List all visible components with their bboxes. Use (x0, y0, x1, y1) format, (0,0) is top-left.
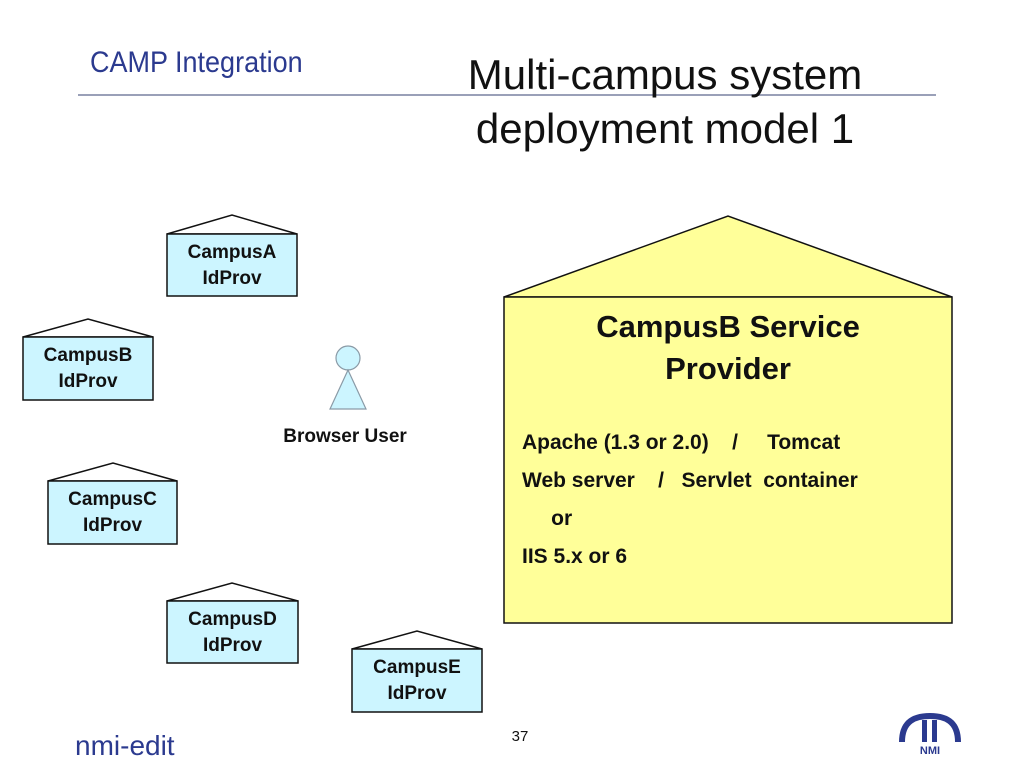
service-provider-title-line2: Provider (665, 351, 791, 386)
idp-role: IdProv (58, 371, 118, 392)
nmi-logo-text: NMI (919, 745, 941, 757)
idp-campus-name: CampusE (373, 657, 461, 678)
idp-house-campuse (351, 630, 483, 713)
sp-detail-line: Web server / Servlet container (522, 469, 858, 492)
idp-house-campusb (22, 318, 154, 401)
nmi-logo-icon (899, 712, 961, 743)
service-provider-title-line1: CampusB Service (596, 309, 860, 344)
idp-campus-name: CampusA (187, 242, 277, 263)
idp-house-campusd (166, 582, 299, 664)
idp-label-campusa: CampusA IdProv (167, 240, 297, 292)
idp-role: IdProv (202, 635, 263, 656)
idp-house-campusa (166, 214, 298, 297)
idp-label-campusb: CampusB IdProv (23, 343, 153, 395)
idp-role: IdProv (82, 515, 143, 536)
page-number: 37 (511, 728, 529, 745)
slide-title: Multi-campus system deployment model 1 (420, 48, 910, 156)
header-divider (78, 94, 936, 96)
service-provider-details: Apache (1.3 or 2.0) / Tomcat Web server … (522, 424, 952, 576)
idp-campus-name: CampusC (68, 489, 157, 510)
browser-user-icon (329, 345, 367, 410)
footer-brand: nmi-edit (75, 730, 175, 761)
idp-role: IdProv (202, 268, 262, 289)
browser-user-label: Browser User (283, 426, 407, 447)
service-provider-title: CampusB Service Provider (504, 306, 952, 390)
section-label: CAMP Integration (90, 46, 303, 79)
idp-house-campusc (47, 462, 178, 545)
slide-title-line2: deployment model 1 (475, 105, 855, 152)
sp-detail-line: IIS 5.x or 6 (522, 545, 628, 568)
idp-label-campuse: CampusE IdProv (352, 655, 482, 707)
idp-label-campusd: CampusD IdProv (167, 607, 298, 659)
slide-title-line1: Multi-campus system (467, 51, 863, 98)
sp-detail-line: Apache (1.3 or 2.0) / Tomcat (522, 431, 841, 454)
service-provider-house (503, 215, 953, 624)
idp-role: IdProv (387, 683, 447, 704)
idp-campus-name: CampusB (43, 345, 133, 366)
idp-campus-name: CampusD (188, 609, 277, 630)
sp-detail-line: or (522, 507, 573, 530)
idp-label-campusc: CampusC IdProv (48, 487, 177, 539)
